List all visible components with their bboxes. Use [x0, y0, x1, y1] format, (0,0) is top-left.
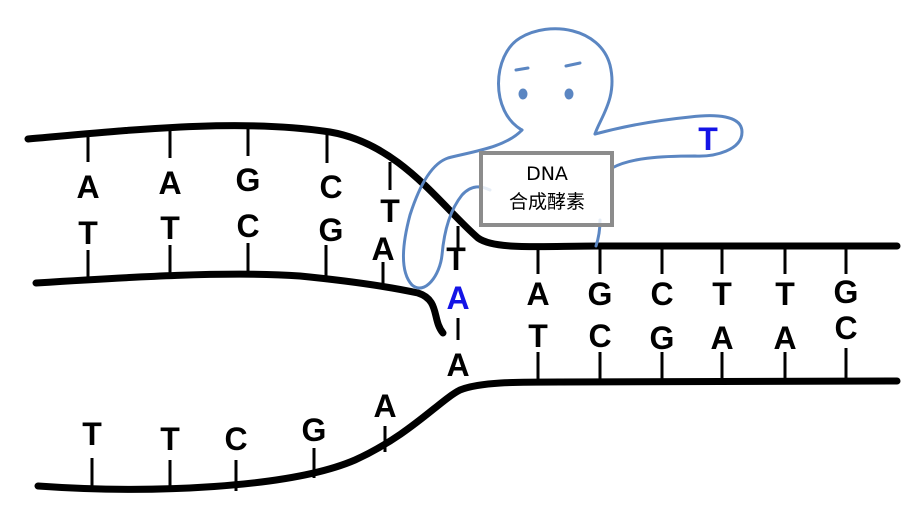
- lower-parental-strand: [34, 377, 901, 493]
- base-lower-5: A: [373, 388, 396, 424]
- dna-polymerase-character: [402, 27, 744, 290]
- base-fork-top: T: [446, 241, 466, 277]
- base-right-top-6: G: [834, 274, 859, 310]
- base-lower-1: T: [82, 416, 102, 452]
- base-upper-3: G: [236, 162, 261, 198]
- enzyme-label-line1: DNA: [526, 163, 568, 185]
- enzyme-left-arm: [402, 128, 524, 290]
- base-fork-bottom: A: [446, 347, 469, 383]
- upper-parental-strand: [24, 122, 901, 251]
- base-right-bottom-5: A: [773, 320, 796, 356]
- enzyme-brow-left: [514, 66, 530, 72]
- base-right-top-2: G: [588, 276, 613, 312]
- base-right-top-5: T: [775, 276, 795, 312]
- base-upper-1: A: [76, 169, 99, 205]
- enzyme-head: [497, 27, 614, 136]
- base-right-top-3: C: [650, 276, 673, 312]
- base-new-4: G: [319, 212, 344, 248]
- base-new-5: A: [371, 231, 394, 267]
- held-nucleotide: T: [698, 121, 718, 157]
- base-right-bottom-3: G: [650, 320, 675, 356]
- base-new-2: T: [160, 210, 180, 246]
- enzyme-right-arm: [593, 114, 744, 170]
- base-lower-2: T: [160, 421, 180, 457]
- base-right-bottom-6: C: [834, 310, 857, 346]
- base-upper-4: C: [319, 169, 342, 205]
- base-right-bottom-2: C: [588, 318, 611, 354]
- base-right-bottom-4: A: [710, 320, 733, 356]
- base-new-1: T: [78, 215, 98, 251]
- base-right-bottom-1: T: [528, 318, 548, 354]
- enzyme-label-box: [479, 151, 614, 227]
- new-complementary-strand: [32, 270, 447, 337]
- base-fork-new: A: [446, 280, 469, 316]
- base-new-3: C: [236, 208, 259, 244]
- base-lower-3: C: [224, 421, 247, 457]
- enzyme-brow-right: [564, 61, 582, 68]
- base-upper-2: A: [158, 165, 181, 201]
- base-upper-5: T: [380, 193, 400, 229]
- base-lower-4: G: [302, 412, 327, 448]
- enzyme-eye-left: [518, 88, 528, 100]
- base-right-top-4: T: [712, 276, 732, 312]
- enzyme-eye-right: [564, 88, 574, 100]
- base-right-top-1: A: [526, 276, 549, 312]
- enzyme-label-line2: 合成酵素: [509, 191, 585, 213]
